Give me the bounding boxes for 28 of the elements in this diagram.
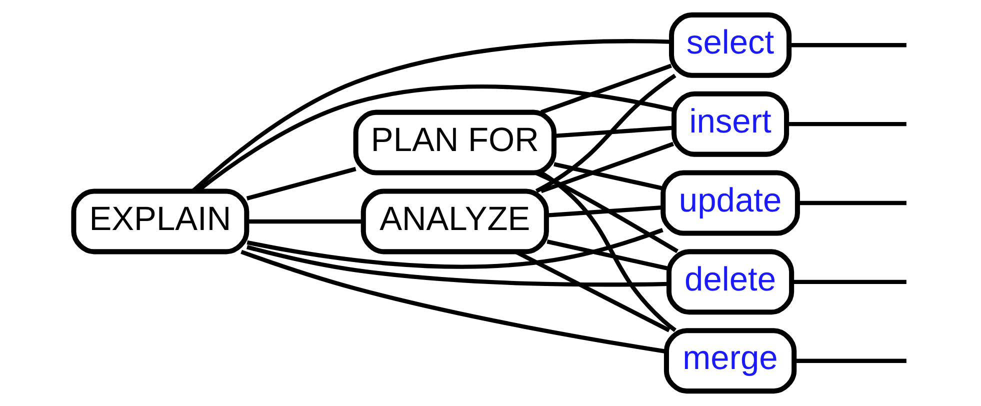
connector xyxy=(540,142,674,194)
connector xyxy=(546,240,668,271)
connector xyxy=(540,171,676,332)
connector xyxy=(794,358,906,363)
connector xyxy=(246,245,668,287)
node-box: PLAN FOR xyxy=(352,110,556,176)
node-box: ANALYZE xyxy=(360,188,548,254)
node-box: EXPLAIN xyxy=(70,188,249,254)
connector xyxy=(246,166,356,200)
connector xyxy=(191,39,670,192)
connector xyxy=(534,74,676,193)
node-box: select xyxy=(668,12,792,78)
connector xyxy=(534,170,678,254)
node-box: merge xyxy=(663,328,796,394)
connector xyxy=(246,219,362,224)
connector xyxy=(246,228,663,269)
connector xyxy=(553,162,662,190)
connector xyxy=(786,122,906,126)
connector xyxy=(797,200,906,206)
node-box: update xyxy=(660,170,800,236)
connector xyxy=(546,205,663,218)
connector xyxy=(240,250,666,354)
connector xyxy=(788,43,906,48)
node-box: delete xyxy=(666,249,794,315)
connector xyxy=(540,64,672,114)
connector xyxy=(196,84,674,193)
connector xyxy=(791,280,906,284)
node-box: insert xyxy=(671,91,789,157)
